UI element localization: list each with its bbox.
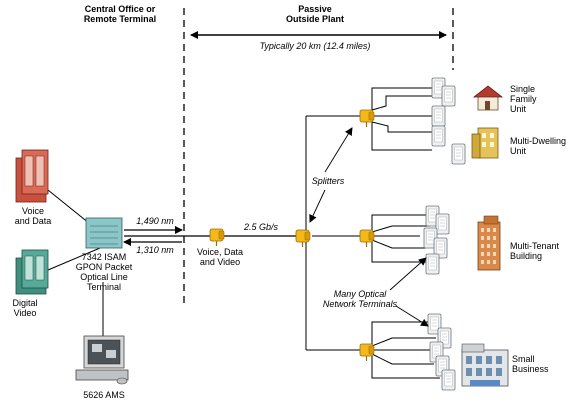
ams-workstation-icon <box>75 335 129 385</box>
office-icon <box>461 343 509 387</box>
video-link <box>47 247 101 271</box>
ont-icon <box>431 125 446 147</box>
ont-icon <box>451 143 466 165</box>
splitter-icon <box>209 228 225 247</box>
downstream-label: 1,490 nm <box>136 216 174 226</box>
rate-label: 2.5 Gb/s <box>243 222 279 232</box>
splitters-callout-arrow <box>324 127 353 173</box>
dwelling-icon <box>471 127 499 159</box>
ont-icon <box>441 369 456 391</box>
onts-callout-arrow <box>389 257 427 291</box>
house-icon <box>472 85 504 111</box>
middle-branch-lines <box>371 214 430 263</box>
ont-icon <box>431 105 446 127</box>
splitters-callout-arrow <box>309 189 326 223</box>
tower-icon <box>477 215 501 271</box>
ont-icon <box>441 85 456 107</box>
bottom-branch-lines <box>371 321 440 379</box>
ont-icon <box>435 213 450 235</box>
video-server-icon <box>15 249 49 295</box>
ams-label: 5626 AMS <box>83 390 125 400</box>
server-icon <box>15 149 49 203</box>
distance-label: Typically 20 km (12.4 miles) <box>259 41 371 51</box>
splitter-icon <box>295 229 311 248</box>
onts-callout-arrow <box>395 305 429 327</box>
splitters-label: Splitters <box>311 176 345 186</box>
upper-branch-lines <box>371 87 440 151</box>
upstream-label: 1,310 nm <box>136 245 174 255</box>
ont-icon <box>425 253 440 275</box>
olt-icon <box>85 217 123 249</box>
